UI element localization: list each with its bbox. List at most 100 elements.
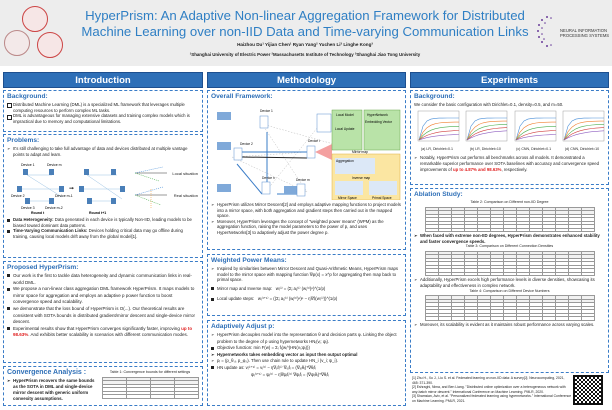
- list-item: DML is advantageous for managing extensi…: [7, 113, 199, 124]
- fig-label: Device 3: [21, 206, 35, 210]
- list-item: Notably, HyperPrism out performs all ben…: [414, 155, 605, 174]
- list-item: Moreover, its scalability is evident as …: [414, 322, 605, 328]
- section-title: Weighted Power Means:: [211, 257, 287, 264]
- device-network-figure: Device 1 Device m Device 2 Device m-1 De…: [11, 163, 198, 215]
- section-title: Adaptively Adjust p:: [211, 323, 275, 330]
- fig-label: Device n: [262, 176, 275, 180]
- authors: Haizhou Du¹ Yijian Chen¹ Ryan Yang² Yuch…: [237, 42, 373, 47]
- university-seal-logo: [37, 32, 63, 58]
- table-caption: Table 4: Comparison on Different Device …: [469, 288, 550, 293]
- fig-label: Mirror Space: [338, 196, 357, 200]
- framework-figure: Device 1 Device 2 Device i Device n Devi…: [216, 109, 400, 200]
- series-line: [563, 120, 604, 140]
- list-item: we demonstrate that the loss bound of Hy…: [7, 306, 199, 326]
- table-3: [424, 250, 595, 277]
- series-line: [515, 129, 556, 140]
- series-line: [515, 125, 556, 140]
- list-item: Hypernetworks takes embedding vector as …: [211, 352, 402, 359]
- fig-label: Device m: [296, 178, 310, 182]
- series-line: [515, 117, 556, 140]
- series-line: [467, 120, 508, 140]
- fig-label: Device m-2: [45, 206, 63, 210]
- fig-label: Device 1: [21, 163, 35, 167]
- university-seal-logo: [4, 30, 30, 56]
- lead-text: We consider the basic configuration with…: [414, 102, 564, 107]
- fig-label-local-situation: Local situation: [172, 171, 198, 176]
- list-item: Objective function: min F(w) = Σᵢ fᵢ(wᵢ^…: [211, 345, 402, 352]
- list-item: Additionally, HyperPrism excels high per…: [414, 277, 605, 288]
- svg-text:➞: ➞: [69, 186, 74, 192]
- list-item: HN update as: vᵢ⁽ᵗ⁺¹⁾ = vᵢ⁽ᵗ⁾ − η∇ᵥfᵢ⁽ᵗ⁾…: [211, 365, 402, 372]
- series-line: [418, 129, 460, 140]
- framework-section: Overall Framework: Device 1 Device 2 Dev…: [207, 90, 406, 250]
- poster-header: HyperPrism: An Adaptive Non-linear Aggre…: [0, 0, 612, 66]
- qr-code[interactable]: [573, 375, 603, 405]
- references: [1] Zhu H., Xu J., Liu S. et al. Federat…: [412, 376, 572, 404]
- series-line: [467, 126, 508, 140]
- table-caption: Table 2: Comparison on Different non-IID…: [470, 200, 549, 204]
- fig-label: Inverse map: [352, 176, 370, 180]
- list-item: Distributed Machine Learning (DML) is a …: [7, 102, 199, 113]
- proposed-section: Proposed HyperPrism: Our work is the fir…: [3, 261, 203, 363]
- fig-label: Mirror map: [352, 150, 368, 154]
- fig-label: Device m: [47, 163, 62, 167]
- fig-label: HyperNetwork: [367, 113, 388, 117]
- section-title: Problems:: [7, 137, 40, 144]
- list-item: HyperPrism recovers the same bounds as t…: [7, 378, 95, 402]
- series-line: [515, 133, 556, 140]
- chart-caption: (b) LR, Dirichlet=10: [469, 147, 501, 152]
- section-title: Proposed HyperPrism:: [7, 264, 79, 271]
- section-title: Background:: [414, 93, 455, 100]
- fig-label: Device m-1: [55, 194, 73, 198]
- reference-item: [1] Zhu H., Xu J., Liu S. et al. Federat…: [412, 376, 565, 385]
- problems-section: Problems: It's still challenging to take…: [3, 134, 203, 258]
- convergence-table: Table 1: Convergence bounds for differen…: [100, 370, 200, 400]
- list-item: We propose a non-linear class aggregatio…: [7, 286, 199, 306]
- fig-label: Primal Space: [372, 196, 392, 200]
- fig-label: Aggregation: [336, 159, 354, 163]
- fig-label-real-situation: Real situation: [174, 193, 198, 198]
- section-title: Convergence Analysis :: [7, 369, 87, 376]
- series-line: [418, 117, 459, 140]
- poster-title: HyperPrism: An Adaptive Non-linear Aggre…: [81, 8, 529, 39]
- chart-caption: (d) CNN, Dirichlet=10: [564, 147, 600, 152]
- fig-label: Local Update: [335, 127, 355, 131]
- neurips-logo: [537, 16, 552, 47]
- convergence-section: Convergence Analysis : HyperPrism recove…: [3, 366, 203, 406]
- list-item: Moreover, HyperPrism leverages the conce…: [211, 219, 402, 236]
- list-item: Experimental results show that HyperPris…: [7, 326, 199, 339]
- list-item: HyperPrism decouples model into the repr…: [211, 332, 402, 345]
- table-4: [424, 295, 595, 321]
- list-item: Our work is the first to tackle data het…: [7, 273, 199, 286]
- series-line: [563, 126, 604, 140]
- fig-label: Device 2: [240, 142, 253, 146]
- list-item: HyperPrism utilizes Mirror Descent[2] an…: [211, 202, 402, 219]
- table-2: [424, 206, 595, 233]
- methodology-heading: Methodology: [207, 72, 406, 88]
- university-seal-logo: [22, 6, 48, 32]
- fig-label: Round t+1: [89, 211, 106, 215]
- fig-label: Embedding Vector: [365, 120, 393, 124]
- series-line: [515, 121, 556, 140]
- accuracy-chart: (a) LR, Dirichlet=0.1: [414, 110, 460, 153]
- series-line: [418, 121, 459, 140]
- section-title: Background:: [7, 93, 48, 100]
- adjust-section: Adaptively Adjust p: HyperPrism decouple…: [207, 320, 406, 406]
- experiments-heading: Experiments: [410, 72, 609, 88]
- introduction-heading: Introduction: [3, 72, 203, 88]
- series-line: [418, 125, 460, 140]
- series-line: [467, 117, 508, 140]
- affiliations: ¹Shanghai University of Electric Power ²…: [189, 52, 421, 57]
- series-line: [563, 117, 604, 140]
- series-line: [563, 130, 605, 140]
- reference-item: [2] Eshraghi, Nima, and Ben Liang. "Dist…: [412, 385, 566, 394]
- table-caption: Table 3: Comparison on Different Connect…: [465, 244, 554, 249]
- series-line: [418, 133, 460, 140]
- exp-background-section: Background: We consider the basic config…: [410, 90, 609, 185]
- list-item: When faced with extreme non-IID degrees,…: [414, 233, 605, 244]
- list-item: Local update steps: wᵢ⁽ᵗ⁺¹⁾ = ((Σⱼ aᵢⱼ⁽ᵗ…: [211, 296, 402, 302]
- reference-item: [3] Shamsian, Aviv, et al. "Personalized…: [412, 394, 572, 403]
- fig-label: Device 1: [260, 109, 273, 113]
- chart-caption: (c) CNN, Dirichlet=0.1: [516, 147, 552, 152]
- accuracy-chart: (c) CNN, Dirichlet=0.1: [511, 110, 557, 153]
